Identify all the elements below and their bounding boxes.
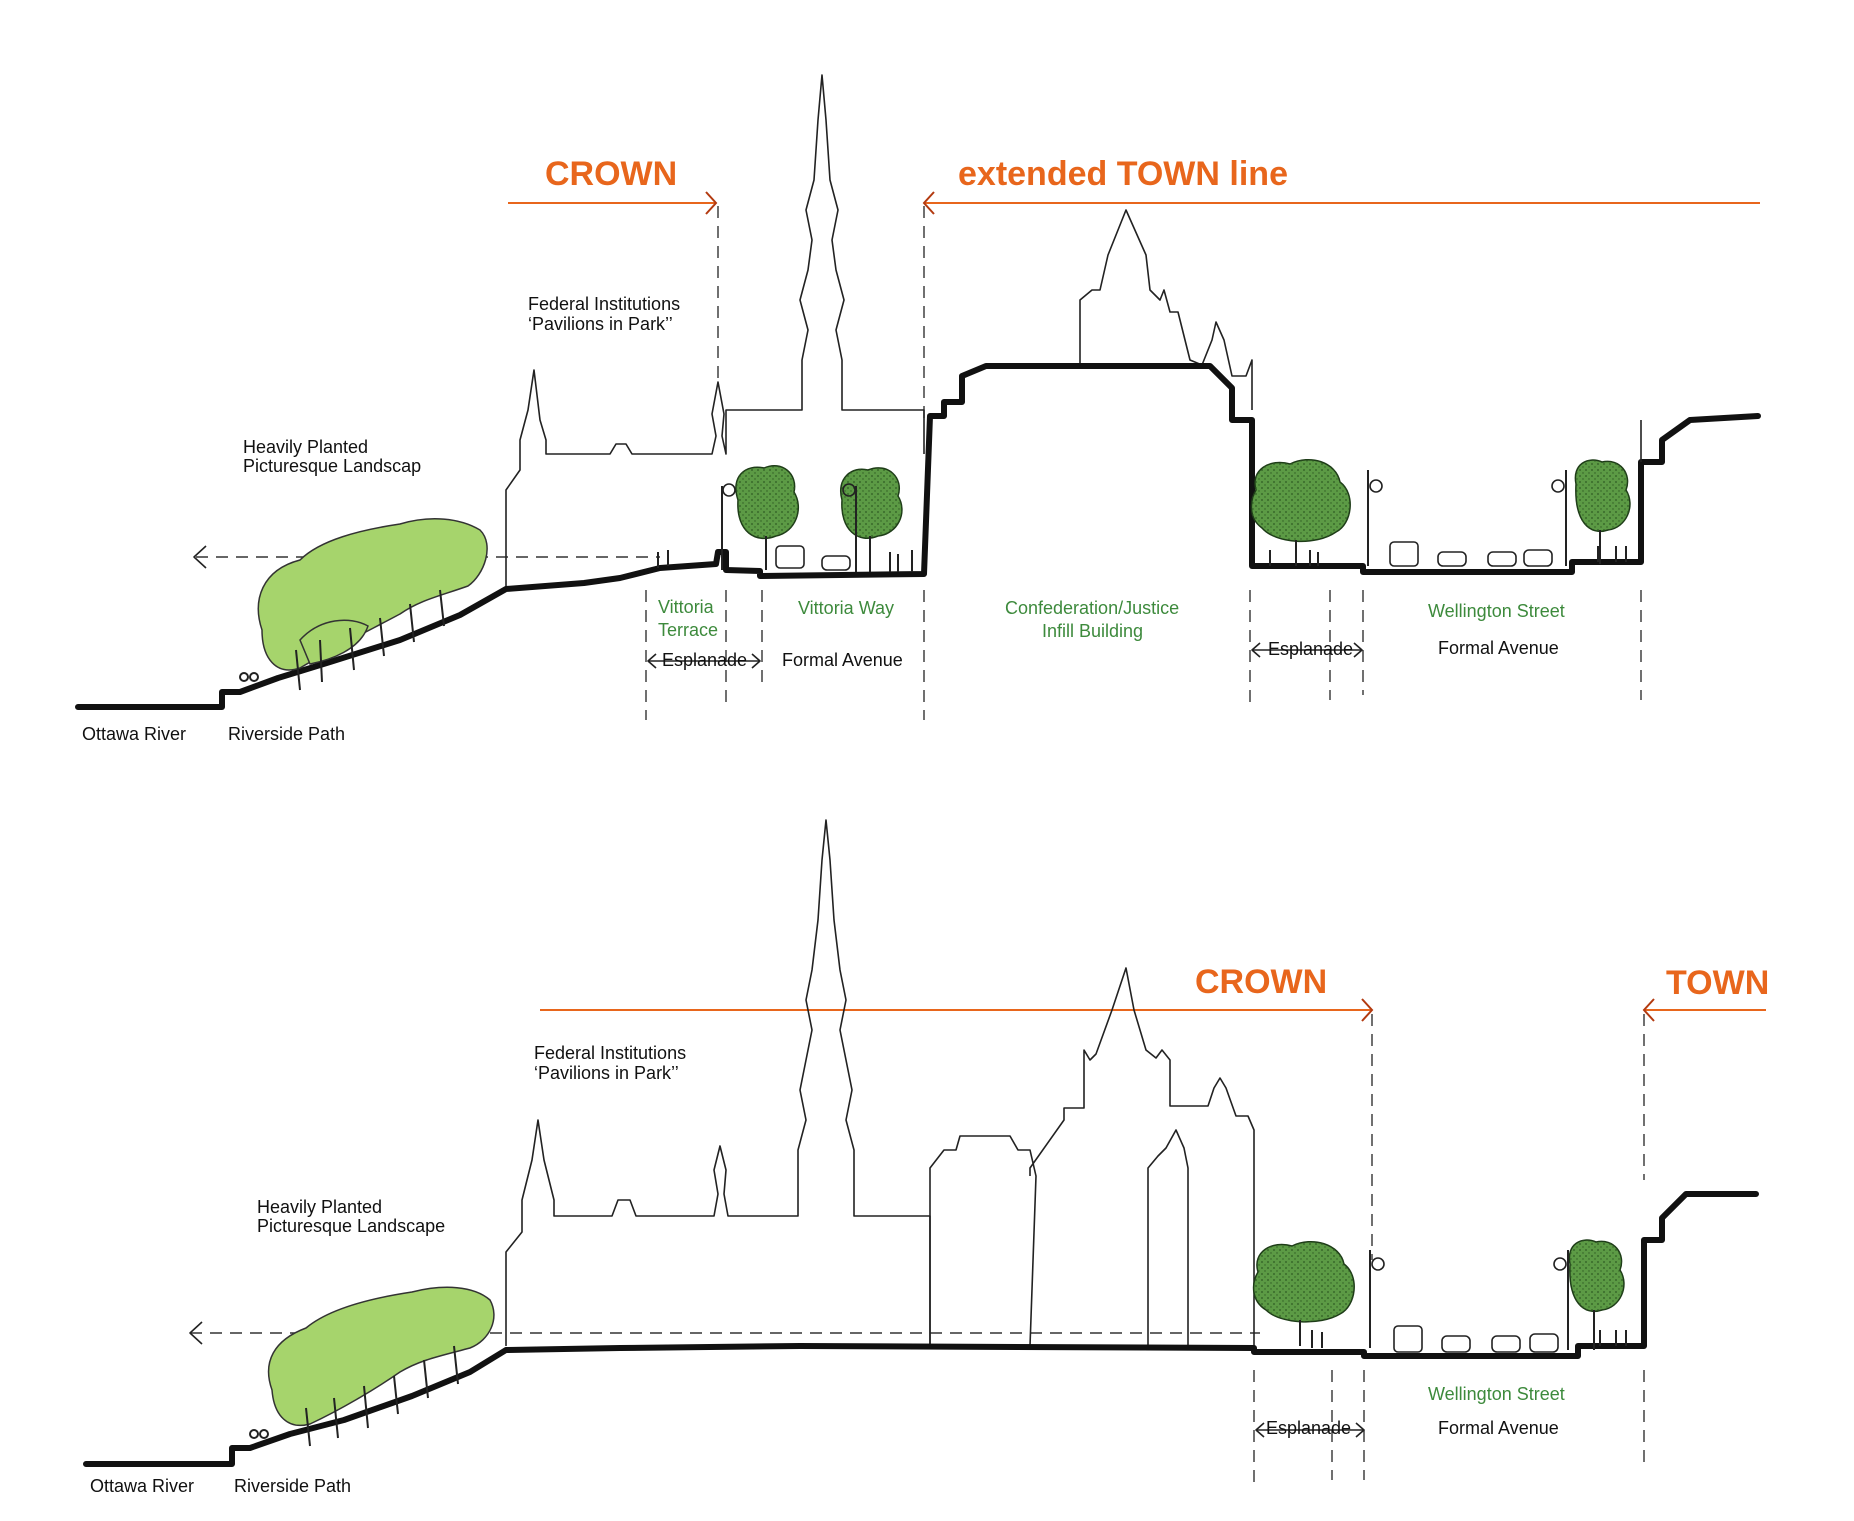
infill-building-label-line1: Confederation/Justice — [1005, 598, 1179, 618]
crown-boundary-line — [540, 998, 1374, 1022]
lamp-posts — [1369, 1250, 1569, 1350]
landscape-label-line1: Heavily Planted — [257, 1197, 382, 1217]
ottawa-river-label: Ottawa River — [82, 724, 186, 744]
esplanade-label: Esplanade — [1266, 1418, 1351, 1438]
ottawa-river-label: Ottawa River — [90, 1476, 194, 1496]
wellington-street-label: Wellington Street — [1428, 601, 1565, 621]
landscape-label-line1: Heavily Planted — [243, 437, 368, 457]
town-boundary-line — [1642, 998, 1766, 1022]
ground-section-line — [75, 363, 1761, 710]
vittoria-way-label: Vittoria Way — [798, 598, 894, 618]
pavilions-label: ‘Pavilions in Park’’ — [534, 1063, 679, 1083]
town-line-label: extended TOWN line — [958, 155, 1288, 193]
riverside-planting — [239, 518, 488, 691]
pavilion-building-outline — [505, 819, 1255, 1347]
pavilion-building-outline — [505, 74, 925, 587]
federal-institutions-label: Federal Institutions — [528, 294, 680, 314]
view-line — [189, 1321, 1260, 1345]
infill-building-label-line2: Infill Building — [1042, 621, 1143, 641]
formal-avenue-label-right: Formal Avenue — [1438, 638, 1559, 658]
formal-avenue-label-left: Formal Avenue — [782, 650, 903, 670]
vittoria-terrace-label-line1: Vittoria — [658, 597, 715, 617]
crown-label: CROWN — [1195, 963, 1327, 1001]
crown-label: CROWN — [545, 155, 677, 193]
section-panel-existing: CROWN extended TOWN line — [75, 74, 1761, 744]
division-lines — [1253, 1014, 1645, 1490]
riverside-planting — [249, 1286, 495, 1447]
vehicles — [1393, 1325, 1559, 1353]
ground-section-line — [83, 1191, 1759, 1467]
section-panel-proposed: CROWN TOWN — [83, 819, 1769, 1496]
street-trees — [735, 459, 1631, 572]
esplanade-dimension-right — [1251, 642, 1363, 658]
landscape-label-line2: Picturesque Landscap — [243, 456, 421, 476]
federal-institutions-label: Federal Institutions — [534, 1043, 686, 1063]
riverside-path-label: Riverside Path — [234, 1476, 351, 1496]
crown-boundary-line — [508, 191, 718, 215]
formal-avenue-label: Formal Avenue — [1438, 1418, 1559, 1438]
esplanade-label-right: Esplanade — [1268, 639, 1353, 659]
vittoria-terrace-label-line2: Terrace — [658, 620, 718, 640]
street-trees — [1252, 1239, 1625, 1350]
infill-building-outline — [1079, 209, 1253, 410]
riverside-path-label: Riverside Path — [228, 724, 345, 744]
vehicles — [775, 541, 1553, 571]
town-boundary-line — [922, 191, 1760, 215]
wellington-street-label: Wellington Street — [1428, 1384, 1565, 1404]
pedestrians — [657, 546, 1627, 572]
lamp-posts — [721, 470, 1567, 572]
landscape-label-line2: Picturesque Landscape — [257, 1216, 445, 1236]
esplanade-label-left: Esplanade — [662, 650, 747, 670]
pavilions-label: ‘Pavilions in Park’’ — [528, 314, 673, 334]
pedestrians — [1311, 1330, 1627, 1348]
division-lines — [645, 206, 1642, 720]
esplanade-dimension — [1255, 1422, 1365, 1438]
esplanade-dimension-left — [647, 653, 761, 669]
town-label: TOWN — [1666, 964, 1769, 1002]
